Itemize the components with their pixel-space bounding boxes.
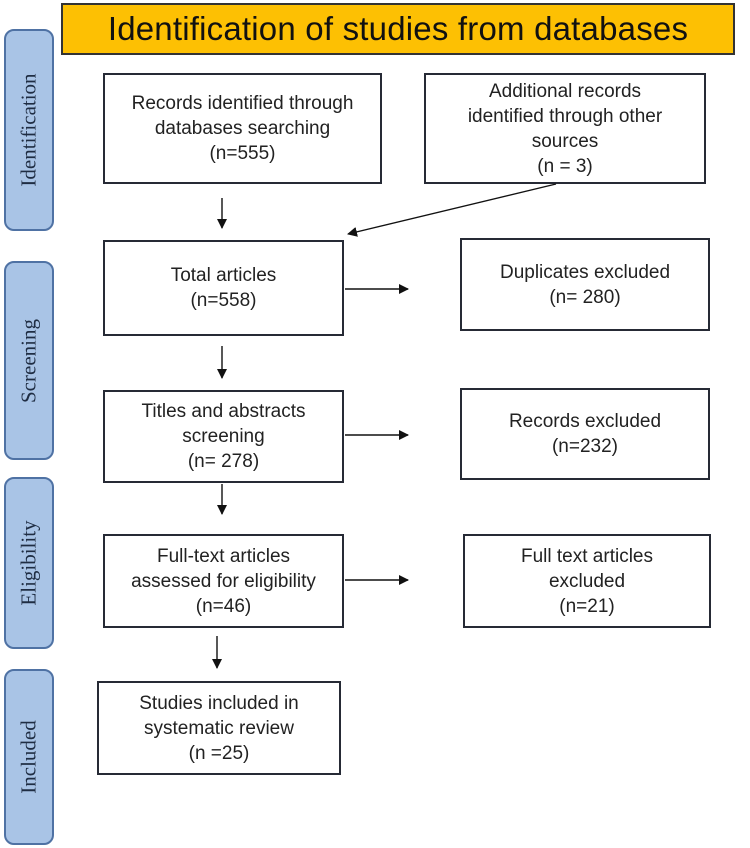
arrow-additional-to-total [347,183,557,237]
box-line: (n=558) [190,290,257,311]
box-line: databases searching [154,118,331,139]
box-line: (n= 278) [187,451,260,472]
box-line: (n=232) [551,436,619,457]
box-line: assessed for eligibility [131,570,316,592]
box-line: Total articles [170,265,277,286]
box-line: screening [182,426,265,447]
studies-included-box: Studies included in systematic review (n… [97,681,341,775]
box-line: (n = 3) [537,155,593,177]
stage-identification: Identification [4,29,54,231]
stage-screening-label: Screening [16,318,41,403]
records-excluded-box: Records excluded (n=232) [460,388,710,480]
stage-screening: Screening [4,261,54,460]
box-line: (n =25) [188,742,250,764]
box-line: Duplicates excluded [499,261,671,283]
box-line: (n=46) [195,595,252,617]
stage-eligibility: Eligibility [4,477,54,649]
records-identified-databases-box: Records identified through databases sea… [103,73,382,184]
diagram-title-text: Identification of studies from databases [107,10,689,47]
box-line: (n=555) [209,143,276,164]
box-line: identified through other [467,105,663,127]
additional-records-box: Additional records identified through ot… [424,73,706,184]
stage-eligibility-label: Eligibility [16,520,41,606]
box-line: Full-text articles [156,545,291,567]
box-line: sources [531,130,599,152]
diagram-title: Identification of studies from databases [61,3,735,55]
stage-included-label: Included [16,720,41,794]
box-line: excluded [548,570,626,592]
box-line: Full text articles [521,545,653,567]
stage-identification-label: Identification [16,73,41,187]
box-line: Records excluded [508,411,662,432]
duplicates-excluded-box: Duplicates excluded (n= 280) [460,238,710,331]
box-line: systematic review [144,717,294,739]
box-line: (n= 280) [549,286,621,308]
box-line: Additional records [488,80,642,102]
total-articles-box: Total articles (n=558) [103,240,344,336]
box-line: (n=21) [559,595,615,617]
full-text-assessed-box: Full-text articles assessed for eligibil… [103,534,344,628]
titles-abstracts-screening-box: Titles and abstracts screening (n= 278) [103,390,344,483]
box-line: Titles and abstracts [141,401,306,422]
box-line: Records identified through [131,93,354,114]
box-line: Studies included in [139,692,299,714]
stage-included: Included [4,669,54,845]
full-text-excluded-box: Full text articles excluded (n=21) [463,534,711,628]
